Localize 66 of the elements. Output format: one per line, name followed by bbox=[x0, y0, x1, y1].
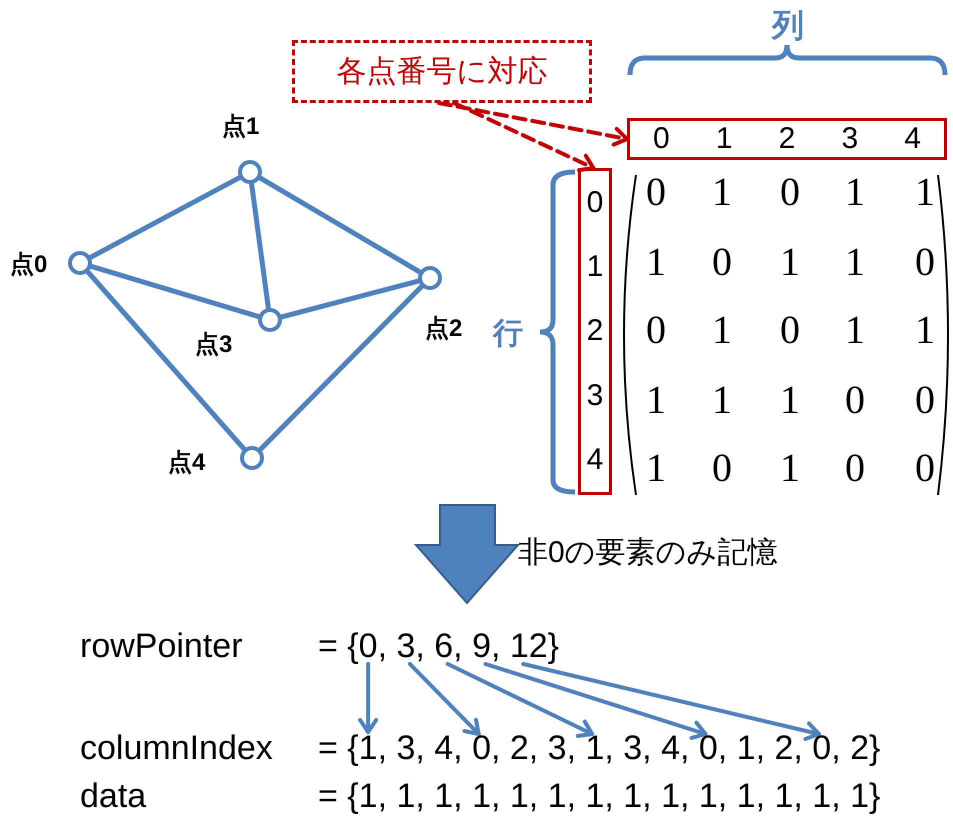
matrix-entry: 0 bbox=[915, 240, 935, 284]
header-box bbox=[578, 168, 612, 495]
matrix-entry: 1 bbox=[712, 378, 732, 422]
graph-edge bbox=[89, 264, 261, 320]
matrix-entry: 1 bbox=[780, 240, 800, 284]
graph-edge bbox=[258, 176, 422, 274]
axis-label: 列 bbox=[772, 6, 804, 44]
graph-edge bbox=[88, 175, 242, 260]
matrix-entry: 1 bbox=[780, 446, 800, 490]
array-name: data bbox=[80, 776, 146, 816]
array-values: = {0, 3, 6, 9, 12} bbox=[318, 626, 560, 666]
dashed-arrow bbox=[437, 101, 629, 147]
graph-edge bbox=[249, 181, 271, 311]
array-values: = {1, 3, 4, 0, 2, 3, 1, 3, 4, 0, 1, 2, 0, 2} bbox=[318, 728, 880, 768]
matrix-entry: 1 bbox=[915, 308, 935, 352]
vertex-label: 点1 bbox=[222, 112, 260, 142]
matrix-entry: 0 bbox=[915, 378, 935, 422]
matrix-entry: 0 bbox=[780, 170, 800, 214]
vertex-label: 点4 bbox=[168, 448, 206, 478]
matrix-entry: 0 bbox=[780, 308, 800, 352]
column-number: 1 bbox=[716, 122, 733, 156]
arrow bbox=[358, 662, 378, 734]
vertex-label: 点2 bbox=[425, 314, 462, 344]
callout-box: 各点番号に対応 bbox=[292, 40, 592, 103]
arrow bbox=[446, 662, 594, 738]
header-box bbox=[627, 118, 947, 160]
arrow bbox=[408, 662, 481, 736]
matrix-entry: 0 bbox=[712, 446, 732, 490]
matrix-entry: 0 bbox=[712, 240, 732, 284]
graph-edge bbox=[258, 284, 424, 452]
array-name: columnIndex bbox=[80, 728, 273, 768]
matrix-entry: 1 bbox=[646, 378, 666, 422]
arrow bbox=[521, 662, 821, 742]
matrix-entry: 0 bbox=[646, 308, 666, 352]
matrix-entry: 1 bbox=[712, 308, 732, 352]
graph-edge bbox=[279, 278, 421, 320]
matrix-entry: 1 bbox=[646, 446, 666, 490]
vertex-label: 点0 bbox=[10, 250, 48, 280]
graph-edge bbox=[85, 270, 247, 452]
arrow bbox=[484, 662, 708, 740]
arrow-caption: 非0の要素のみ記憶 bbox=[518, 535, 778, 571]
column-number: 4 bbox=[904, 122, 921, 156]
row-number: 1 bbox=[586, 250, 604, 284]
axis-label: 行 bbox=[493, 316, 523, 352]
array-values: = {1, 1, 1, 1, 1, 1, 1, 1, 1, 1, 1, 1, 1, 1} bbox=[318, 776, 880, 816]
matrix-entry: 0 bbox=[915, 446, 935, 490]
row-number: 0 bbox=[586, 186, 604, 220]
matrix-entry: 1 bbox=[646, 240, 666, 284]
row-number: 2 bbox=[586, 314, 604, 348]
matrix-entry: 0 bbox=[646, 170, 666, 214]
vertex-label: 点3 bbox=[195, 330, 232, 360]
column-number: 2 bbox=[778, 122, 796, 156]
array-name: rowPointer bbox=[80, 626, 243, 666]
matrix-entry: 1 bbox=[845, 170, 865, 214]
matrix-entry: 1 bbox=[915, 170, 935, 214]
matrix-entry: 1 bbox=[712, 170, 732, 214]
dashed-arrow bbox=[452, 101, 596, 172]
matrix-entry: 0 bbox=[845, 378, 865, 422]
matrix-entry: 1 bbox=[780, 378, 800, 422]
matrix-entry: 1 bbox=[845, 240, 865, 284]
row-number: 3 bbox=[586, 378, 604, 413]
matrix-entry: 0 bbox=[845, 446, 865, 490]
column-number: 3 bbox=[841, 122, 858, 156]
column-number: 0 bbox=[653, 122, 670, 156]
matrix-entry: 1 bbox=[845, 308, 865, 352]
row-number: 4 bbox=[586, 442, 604, 477]
